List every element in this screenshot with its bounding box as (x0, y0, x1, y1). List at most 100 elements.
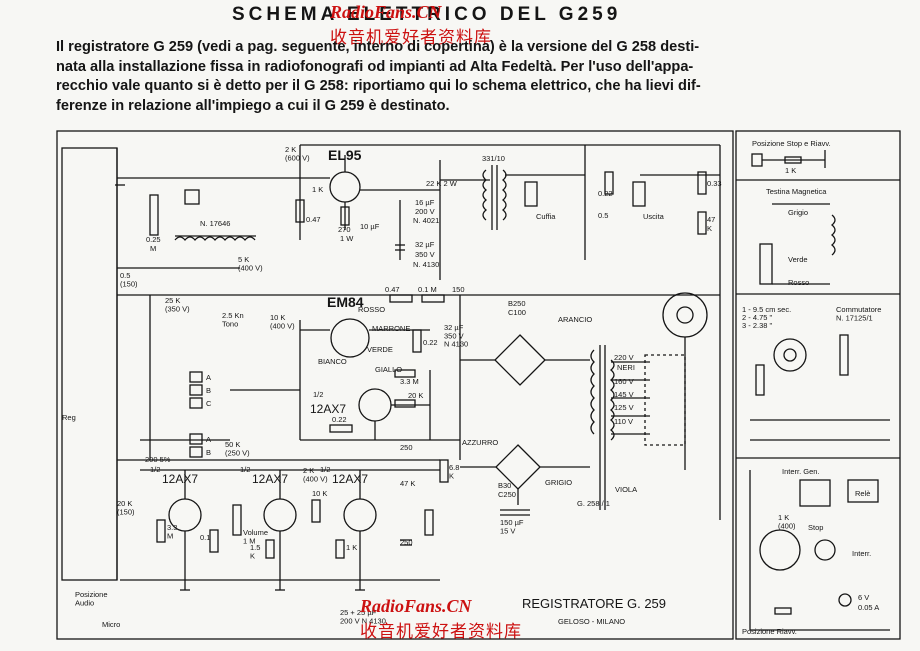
label-220v: 220 V (614, 353, 634, 362)
label-r-47: 47 (707, 215, 715, 224)
label-micro: Micro (102, 620, 120, 629)
label-speed-3: 3 - 2.38 " (742, 321, 773, 330)
label-c100: C100 (508, 308, 526, 317)
label-160v: 160 V (614, 377, 634, 386)
label-uscita: Uscita (643, 212, 665, 221)
half-label: 1/2 (150, 465, 160, 474)
label-abc-c: C (206, 399, 212, 408)
label-posizione-stop: Posizione Stop e Riavv. (752, 139, 831, 148)
label-t331: 331/10 (482, 154, 505, 163)
label-abc-a2: A (206, 435, 211, 444)
watermark-bottom: RadioFans.CN 收音机爱好者资料库 (360, 596, 522, 642)
label-r-022a: 0.22 (598, 189, 613, 198)
label-005a: 0.05 A (858, 603, 879, 612)
label-c-200: 200 5% (145, 455, 171, 464)
label-r-1k: 1 K (312, 185, 323, 194)
label-rp-rosso: Rosso (788, 278, 809, 287)
label-cuffia: Cuffia (536, 212, 556, 221)
label-arancio: ARANCIO (558, 315, 592, 324)
intro-paragraph: Il registratore G 259 (vedi a pag. segue… (56, 38, 914, 116)
label-c-250: 250 (400, 443, 413, 452)
label-grigio: GRIGIO (545, 478, 572, 487)
intro-line: ferenze in relazione all'impiego a cui i… (56, 97, 450, 114)
label-r-150: 150 (452, 285, 465, 294)
tube-label-el95: EL95 (328, 147, 362, 163)
label-n4130: N. 4130 (413, 260, 439, 269)
label-interr: Interr. (852, 549, 871, 558)
label-c250: C250 (498, 490, 516, 499)
label-r-20k: 20 K (408, 391, 423, 400)
watermark-site-bottom: RadioFans.CN (360, 596, 472, 616)
label-c-25k: 25 K(350 V) (165, 296, 190, 313)
label-r-33m: 3.3 M (400, 377, 419, 386)
label-abc-b: B (206, 386, 211, 395)
side-frame (735, 130, 901, 640)
label-r-2k: 2 K(400 V) (303, 466, 328, 483)
label-c-10k: 10 K(400 V) (270, 313, 295, 330)
label-r-10k: 10 K (312, 489, 327, 498)
label-speed-1: 1 - 9.5 cm sec. (742, 305, 791, 314)
tube-label-12ax7-left: 12AX7 (162, 472, 198, 486)
label-testina: Testina Magnetica (766, 187, 827, 196)
label-b30: B30 (498, 481, 511, 490)
label-145v: 145 V (614, 390, 634, 399)
label-r-01: 0.1 (200, 533, 210, 542)
intro-line: nata alla installazione fissa in radiofo… (56, 58, 694, 75)
half-label: 1/2 (320, 465, 330, 474)
watermark-site: RadioFans.CN (330, 2, 442, 22)
label-6v: 6 V (858, 593, 869, 602)
label-k: K (707, 224, 712, 233)
label-r-1k-b: 1 K (346, 543, 357, 552)
label-c-5k: 5 K(400 V) (238, 255, 263, 272)
label-verde: VERDE (367, 345, 393, 354)
main-frame (56, 130, 734, 640)
label-r-270: 270 (338, 225, 351, 234)
label-azzurro: AZZURRO (462, 438, 498, 447)
label-reg: Reg (62, 413, 76, 422)
half-label: 1/2 (240, 465, 250, 474)
label-maker: GELOSO - MILANO (558, 617, 625, 626)
label-posizione-riavv: Posizione Riavv. (742, 627, 797, 636)
tube-label-12ax7-center: 12AX7 (252, 472, 288, 486)
label-200v: 200 V (415, 207, 435, 216)
label-bianco: BIANCO (318, 357, 347, 366)
watermark-cn-bottom: 收音机爱好者资料库 (360, 622, 522, 642)
page-title: SCHEMA ELETTRICO DEL G259 (232, 4, 622, 25)
label-rp-grigio: Grigio (788, 208, 808, 217)
tube-label-12ax7-right: 12AX7 (332, 472, 368, 486)
label-r-022c: 0.22 (423, 338, 438, 347)
label-r-22k-2w: 22 K 2 W (426, 179, 458, 188)
label-speed-2: 2 - 4.75 " (742, 313, 773, 322)
label-r-025: 0.25 (146, 235, 161, 244)
label-r-47k-b: 47 K (400, 479, 415, 488)
label-marrone: MARRONE (372, 324, 410, 333)
label-r-05: 0.5 (598, 211, 608, 220)
intro-line: Il registratore G 259 (vedi a pag. segue… (56, 39, 700, 55)
label-c-2k: 2 K(600 V) (285, 145, 310, 162)
label-t258: G. 258 / 1 (577, 499, 610, 508)
label-c-50k: 50 K(250 V) (225, 440, 250, 457)
label-r-047b: 0.47 (385, 285, 400, 294)
label-n4021: N. 4021 (413, 216, 439, 225)
label-rele: Relè (855, 489, 870, 498)
label-c-16uf: 16 µF (415, 198, 435, 207)
label-c-32uf: 32 µF (415, 240, 435, 249)
intro-line: recchio vale quanto si è detto per il G … (56, 78, 701, 94)
label-rp-1k: 1 K (785, 166, 796, 175)
watermark-cn: 收音机爱好者资料库 (330, 28, 492, 48)
label-stop: Stop (808, 523, 823, 532)
label-rosso: ROSSO (358, 305, 385, 314)
label-rp-verde: Verde (788, 255, 808, 264)
label-c-1-400: 1 K(400) (778, 513, 796, 530)
label-r-022d: 0.22 (332, 415, 347, 424)
label-abc-b2: B (206, 448, 211, 457)
tube-label-12ax7-mid: 12AX7 (310, 402, 346, 416)
